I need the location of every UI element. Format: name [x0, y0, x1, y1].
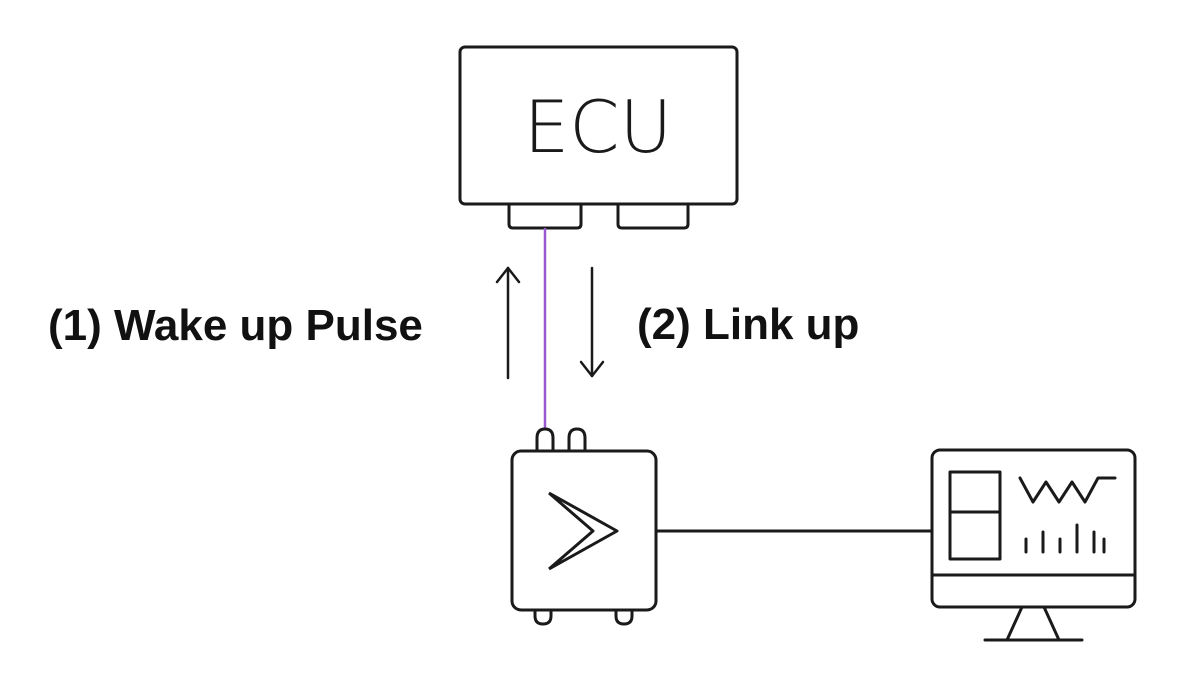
ecu-label: ECU: [524, 85, 672, 169]
link-up-label: (2) Link up: [637, 300, 859, 349]
monitor-icon: [930, 448, 1137, 642]
wake-up-pulse-label: (1) Wake up Pulse: [48, 301, 423, 350]
arrow-down-icon: [579, 266, 605, 378]
arrow-up-icon: [495, 266, 521, 380]
logger-interface-icon: [510, 427, 658, 626]
